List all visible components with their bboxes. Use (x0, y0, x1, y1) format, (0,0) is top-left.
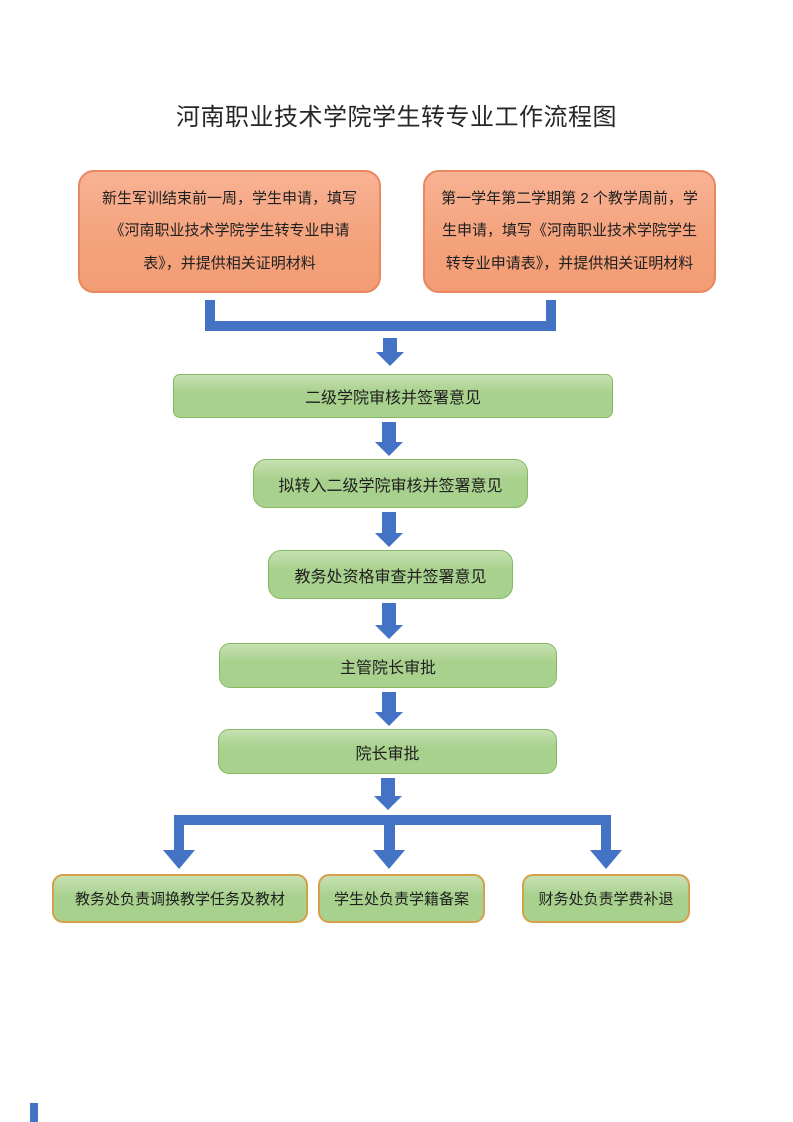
split-connector (174, 815, 611, 852)
outcome-node-teaching: 教务处负责调换教学任务及教材 (52, 874, 308, 923)
start-node-left: 新生军训结束前一周，学生申请，填写《河南职业技术学院学生转专业申请表》，并提供相… (78, 170, 381, 293)
down-arrow-1 (375, 422, 403, 456)
step-node-target-college: 拟转入二级学院审核并签署意见 (253, 459, 528, 508)
split-arrowhead-left (163, 850, 195, 869)
merge-down-arrow (376, 338, 404, 366)
down-arrow-2 (375, 512, 403, 547)
step-node-review-college: 二级学院审核并签署意见 (173, 374, 613, 418)
down-arrow-3 (375, 603, 403, 639)
page-title: 河南职业技术学院学生转专业工作流程图 (176, 104, 617, 131)
split-arrowhead-center (373, 850, 405, 869)
down-arrow-5 (374, 778, 402, 810)
split-arrowhead-right (590, 850, 622, 869)
start-node-right: 第一学年第二学期第 2 个教学周前，学生申请，填写《河南职业技术学院学生转专业申… (423, 170, 716, 293)
step-node-president: 院长审批 (218, 729, 557, 774)
down-arrow-4 (375, 692, 403, 726)
outcome-node-registry: 学生处负责学籍备案 (318, 874, 485, 923)
outcome-node-finance: 财务处负责学费补退 (522, 874, 690, 923)
step-node-vice-president: 主管院长审批 (219, 643, 557, 688)
merge-connector (205, 300, 556, 331)
page-edge-artifact (30, 1103, 38, 1122)
step-node-academic-office: 教务处资格审查并签署意见 (268, 550, 513, 599)
